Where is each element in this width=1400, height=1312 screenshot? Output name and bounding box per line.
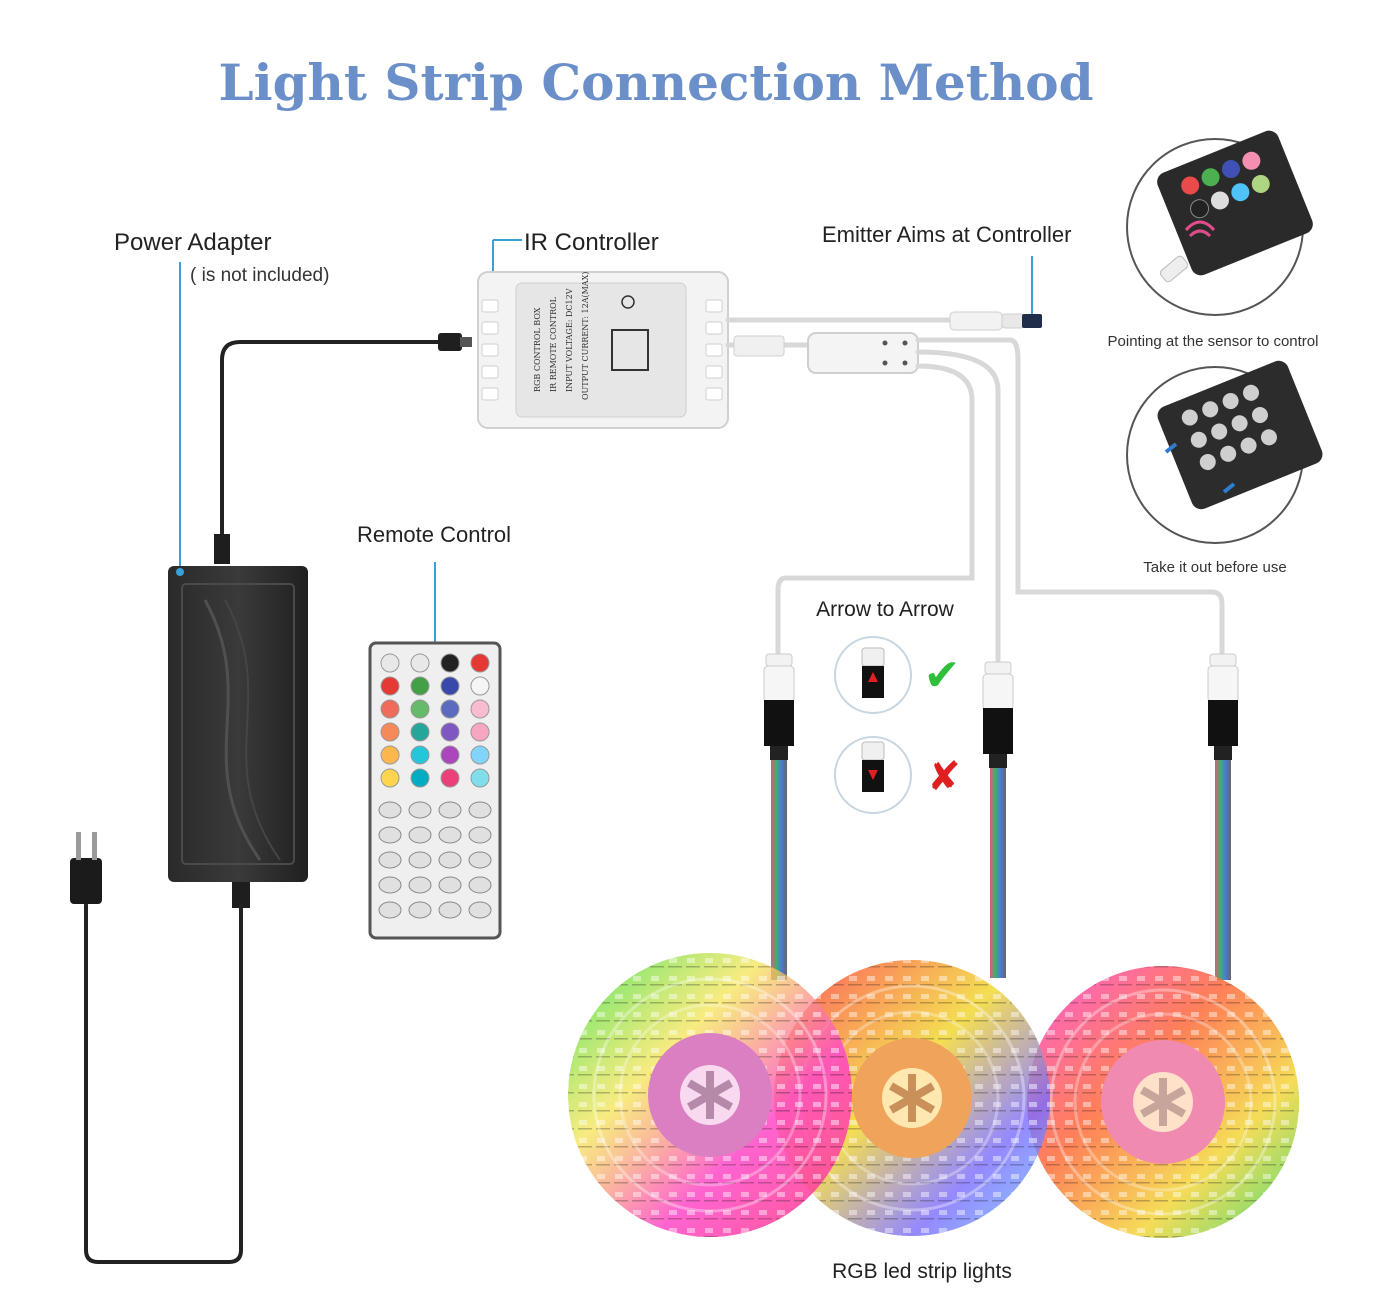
box-text-3: INPUT VOLTAGE: DC12V	[565, 288, 574, 392]
remote-button	[378, 801, 402, 819]
remote-button	[470, 676, 490, 696]
ir-controller-box: RGB CONTROL BOX IR REMOTE CONTROL INPUT …	[477, 271, 729, 429]
remote-button	[440, 768, 460, 788]
correct-orientation	[834, 636, 912, 714]
remote-button	[470, 653, 490, 673]
wrong-orientation	[834, 736, 912, 814]
remote-button	[470, 699, 490, 719]
remote-button	[378, 876, 402, 894]
remote-button	[468, 851, 492, 869]
remote-button	[440, 722, 460, 742]
led-strip-reel-1	[568, 953, 852, 1237]
power-adapter-label: Power Adapter	[114, 229, 271, 256]
cross-icon: ✘	[927, 754, 961, 800]
remote-button	[378, 826, 402, 844]
remote-button	[410, 745, 430, 765]
remote-control-label: Remote Control	[357, 522, 511, 547]
remote-control	[368, 641, 502, 940]
check-icon: ✔	[924, 650, 961, 701]
remote-button	[378, 851, 402, 869]
remote-button	[410, 699, 430, 719]
led-strip-reel-3	[1027, 966, 1299, 1238]
rgb-connector-2	[982, 661, 1014, 978]
inset-pointing	[1126, 130, 1313, 316]
box-text-2: IR REMOTE CONTROL	[549, 296, 558, 392]
remote-button	[440, 653, 460, 673]
ir-controller-label: IR Controller	[524, 229, 659, 256]
remote-button	[468, 876, 492, 894]
remote-button	[380, 745, 400, 765]
rgb-connector-1	[763, 653, 795, 980]
power-adapter-note: ( is not included)	[190, 265, 329, 286]
remote-button	[470, 722, 490, 742]
dc-plug	[438, 333, 462, 351]
remote-button	[470, 745, 490, 765]
emitter-label: Emitter Aims at Controller	[822, 222, 1071, 247]
remote-button	[380, 653, 400, 673]
ir-emitter	[949, 311, 1003, 331]
remote-button	[380, 699, 400, 719]
led-strip-reel-2	[774, 960, 1050, 1236]
remote-button	[468, 801, 492, 819]
rgb-splitter	[807, 332, 919, 374]
remote-button	[468, 901, 492, 919]
remote-button	[408, 851, 432, 869]
remote-button	[408, 901, 432, 919]
box-text-4: OUTPUT CURRENT: 12A(MAX)	[581, 272, 590, 400]
plug-icon	[70, 832, 102, 904]
rgb-connector-3	[1207, 653, 1239, 980]
remote-button	[470, 768, 490, 788]
remote-button	[408, 801, 432, 819]
ir-emitter-head	[1022, 314, 1042, 328]
remote-button	[410, 653, 430, 673]
remote-button	[438, 901, 462, 919]
rgb-strips-label: RGB led strip lights	[832, 1260, 1012, 1283]
page-title: Light Strip Connection Method	[218, 53, 1093, 112]
remote-button	[380, 676, 400, 696]
inset-take-out	[1126, 360, 1323, 544]
remote-button	[378, 901, 402, 919]
remote-button	[468, 826, 492, 844]
remote-button	[438, 876, 462, 894]
ac-cable	[84, 903, 243, 1264]
remote-button	[440, 745, 460, 765]
dc-cable	[220, 340, 442, 542]
remote-button	[410, 722, 430, 742]
remote-button	[408, 876, 432, 894]
remote-button	[438, 851, 462, 869]
remote-button	[440, 676, 460, 696]
remote-button	[410, 768, 430, 788]
remote-button	[380, 768, 400, 788]
power-adapter	[168, 566, 308, 882]
remote-button	[440, 699, 460, 719]
inset-take-out-caption: Take it out before use	[1143, 559, 1286, 576]
remote-button	[380, 722, 400, 742]
inset-pointing-caption: Pointing at the sensor to control	[1108, 333, 1319, 350]
remote-button	[408, 826, 432, 844]
remote-button	[438, 801, 462, 819]
box-text-1: RGB CONTROL BOX	[533, 307, 542, 392]
remote-button	[410, 676, 430, 696]
arrow-to-arrow-label: Arrow to Arrow	[816, 598, 955, 621]
remote-button	[438, 826, 462, 844]
